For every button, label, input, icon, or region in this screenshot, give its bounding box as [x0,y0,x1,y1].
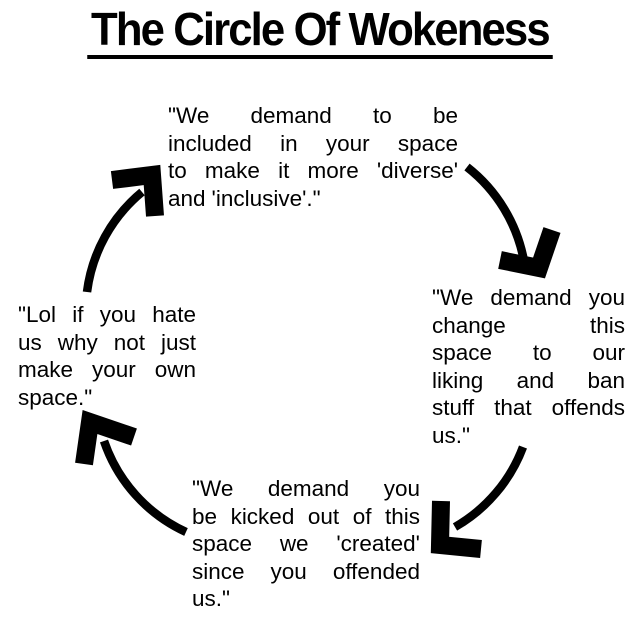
arrow-left-to-top-icon [82,164,164,293]
arrow-top-to-right-icon [464,163,561,279]
arrow-right-to-bottom-icon [430,445,527,558]
quote-line: us." [192,586,231,611]
quote-line: and'inclusive'." [168,185,321,211]
quote-line: space." [18,384,93,410]
page-title: The Circle Of Wokeness [0,4,640,59]
quote-line: us." [432,422,471,448]
arrow-bottom-to-left-icon [75,409,188,536]
page-title-text: The Circle Of Wokeness [87,4,553,59]
